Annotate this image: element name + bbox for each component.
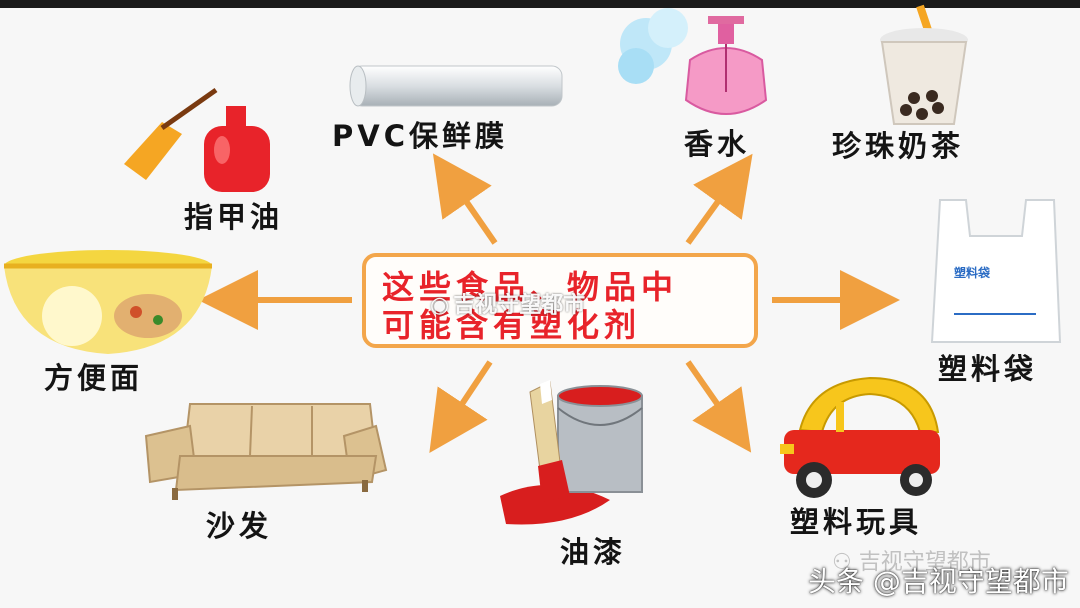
wechat-icon: ⚇ — [832, 550, 859, 575]
label-paint: 油漆 — [560, 535, 627, 569]
label-pvc-wrap: PVC保鲜膜 — [332, 119, 508, 153]
arrow-to-pvc-wrap — [432, 153, 498, 245]
label-sofa: 沙发 — [206, 509, 273, 543]
sofa-icon — [144, 403, 388, 500]
label-bubble-tea: 珍珠奶茶 — [832, 129, 965, 163]
arrow-to-perfume — [685, 153, 753, 245]
weibo-icon: ◉ — [430, 293, 450, 318]
label-instant-noodles: 方便面 — [44, 361, 144, 395]
toy-car-icon — [780, 376, 940, 498]
nail-polish-icon — [124, 87, 270, 192]
plastic-bag-print: 塑料袋 — [954, 266, 991, 280]
bubble-tea-icon — [880, 4, 968, 125]
center-watermark: ◉吉视守望都市 — [430, 293, 586, 318]
perfume-bottle-icon — [618, 8, 768, 115]
paint-bucket-icon — [500, 380, 643, 525]
label-plastic-toy: 塑料玩具 — [790, 505, 923, 539]
label-perfume: 香水 — [684, 127, 751, 161]
instant-noodle-bowl-icon — [4, 250, 212, 354]
plastic-bag-icon: 塑料袋 — [926, 196, 1066, 346]
bottom-watermark-faint: ⚇ 吉视守望都市 — [832, 550, 991, 575]
top-border — [0, 0, 1080, 8]
label-plastic-bag: 塑料袋 — [938, 352, 1038, 386]
plastic-wrap-icon — [349, 65, 563, 107]
arrow-to-sofa — [429, 360, 493, 453]
center-text-line2: 可能含有塑化剂 — [382, 306, 642, 344]
center-box: 这些食品、物品中 可能含有塑化剂 — [362, 253, 758, 348]
center-text-line1: 这些食品、物品中 — [382, 268, 679, 306]
arrow-to-toy — [685, 360, 752, 453]
bottom-watermark: 头条 @吉视守望都市 — [808, 565, 1069, 598]
label-nail-polish: 指甲油 — [184, 200, 284, 234]
